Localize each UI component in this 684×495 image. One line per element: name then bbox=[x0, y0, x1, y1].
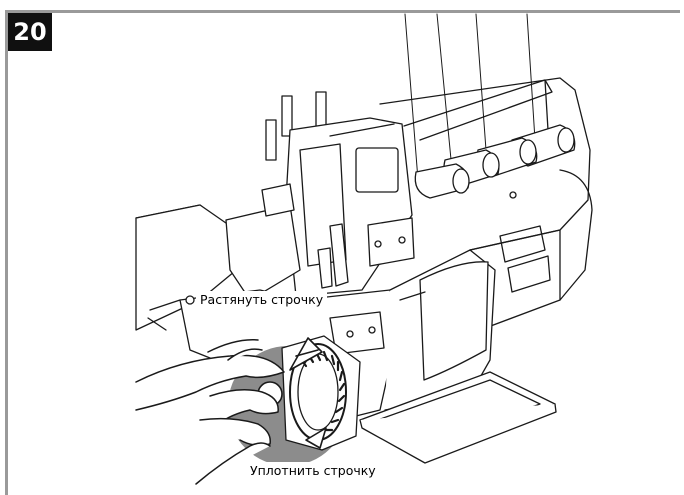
machine-head bbox=[265, 91, 415, 297]
operator-hands bbox=[135, 339, 285, 485]
thread-lines bbox=[404, 13, 536, 181]
stretch-stitch-label: Растянуть строчку bbox=[196, 291, 328, 310]
machine-stand-plate bbox=[359, 371, 557, 464]
page-frame-top bbox=[5, 10, 680, 13]
page-frame-left bbox=[5, 10, 8, 495]
thread-spools bbox=[414, 124, 576, 199]
step-number-badge: 20 bbox=[8, 13, 52, 51]
tighten-stitch-label: Уплотнить строчку bbox=[246, 462, 380, 481]
machine-rear-body bbox=[379, 77, 593, 331]
